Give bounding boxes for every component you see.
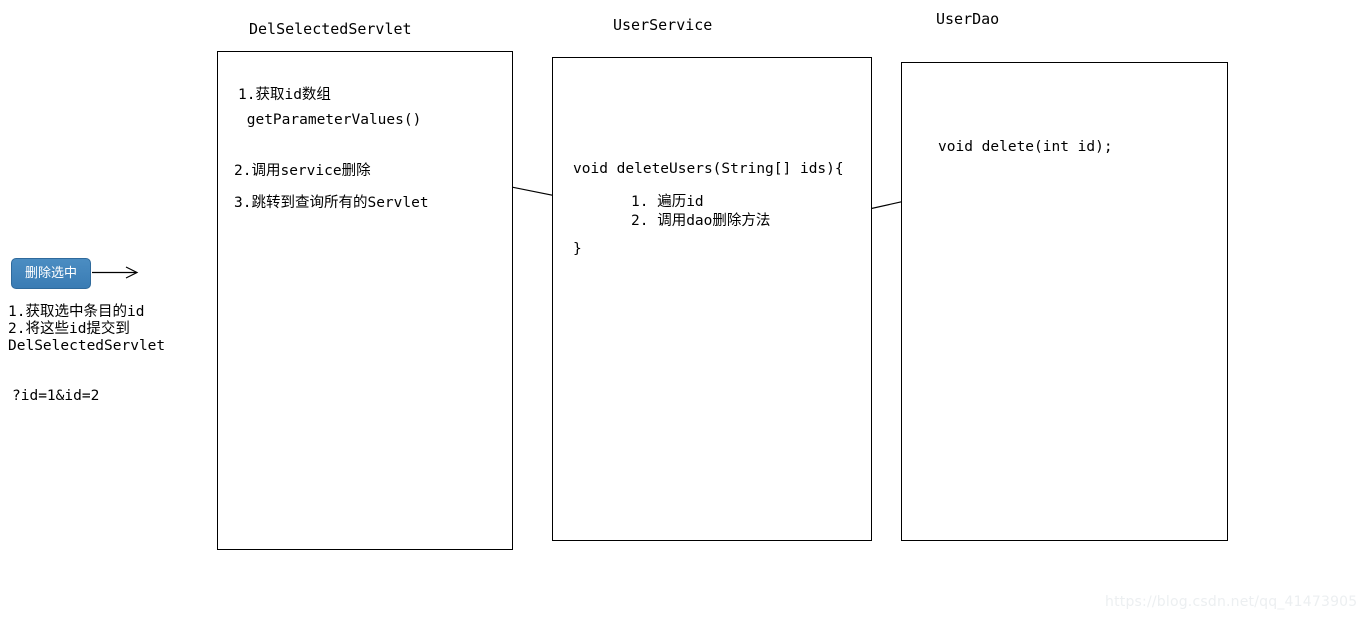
box-title-servlet: DelSelectedServlet bbox=[249, 20, 412, 38]
box-servlet: 1.获取id数组 getParameterValues() 2.调用servic… bbox=[217, 51, 513, 550]
service-signature: void deleteUsers(String[] ids){ bbox=[573, 161, 844, 177]
arrow-button-to-servlet bbox=[92, 266, 139, 279]
delete-selected-button[interactable]: 删除选中 bbox=[11, 258, 91, 289]
query-string-note: ?id=1&id=2 bbox=[12, 388, 100, 404]
box-dao: void delete(int id); bbox=[901, 62, 1228, 541]
service-step-1: 1. 遍历id bbox=[631, 194, 704, 210]
servlet-line-1: 1.获取id数组 bbox=[238, 87, 331, 103]
left-note-1: 1.获取选中条目的id bbox=[8, 304, 145, 320]
servlet-line-4: 3.跳转到查询所有的Servlet bbox=[234, 195, 429, 211]
left-note-2: 2.将这些id提交到 bbox=[8, 321, 130, 337]
box-service: void deleteUsers(String[] ids){ 1. 遍历id … bbox=[552, 57, 872, 541]
box-title-dao: UserDao bbox=[936, 10, 1000, 28]
box-title-service: UserService bbox=[613, 16, 713, 34]
left-note-3: DelSelectedServlet bbox=[8, 338, 166, 354]
servlet-line-2: getParameterValues() bbox=[238, 112, 422, 128]
dao-signature: void delete(int id); bbox=[938, 139, 1113, 155]
service-step-2: 2. 调用dao删除方法 bbox=[631, 213, 771, 229]
servlet-line-3: 2.调用service删除 bbox=[234, 163, 371, 179]
watermark: https://blog.csdn.net/qq_41473905 bbox=[1105, 594, 1358, 610]
service-close-brace: } bbox=[573, 241, 582, 257]
